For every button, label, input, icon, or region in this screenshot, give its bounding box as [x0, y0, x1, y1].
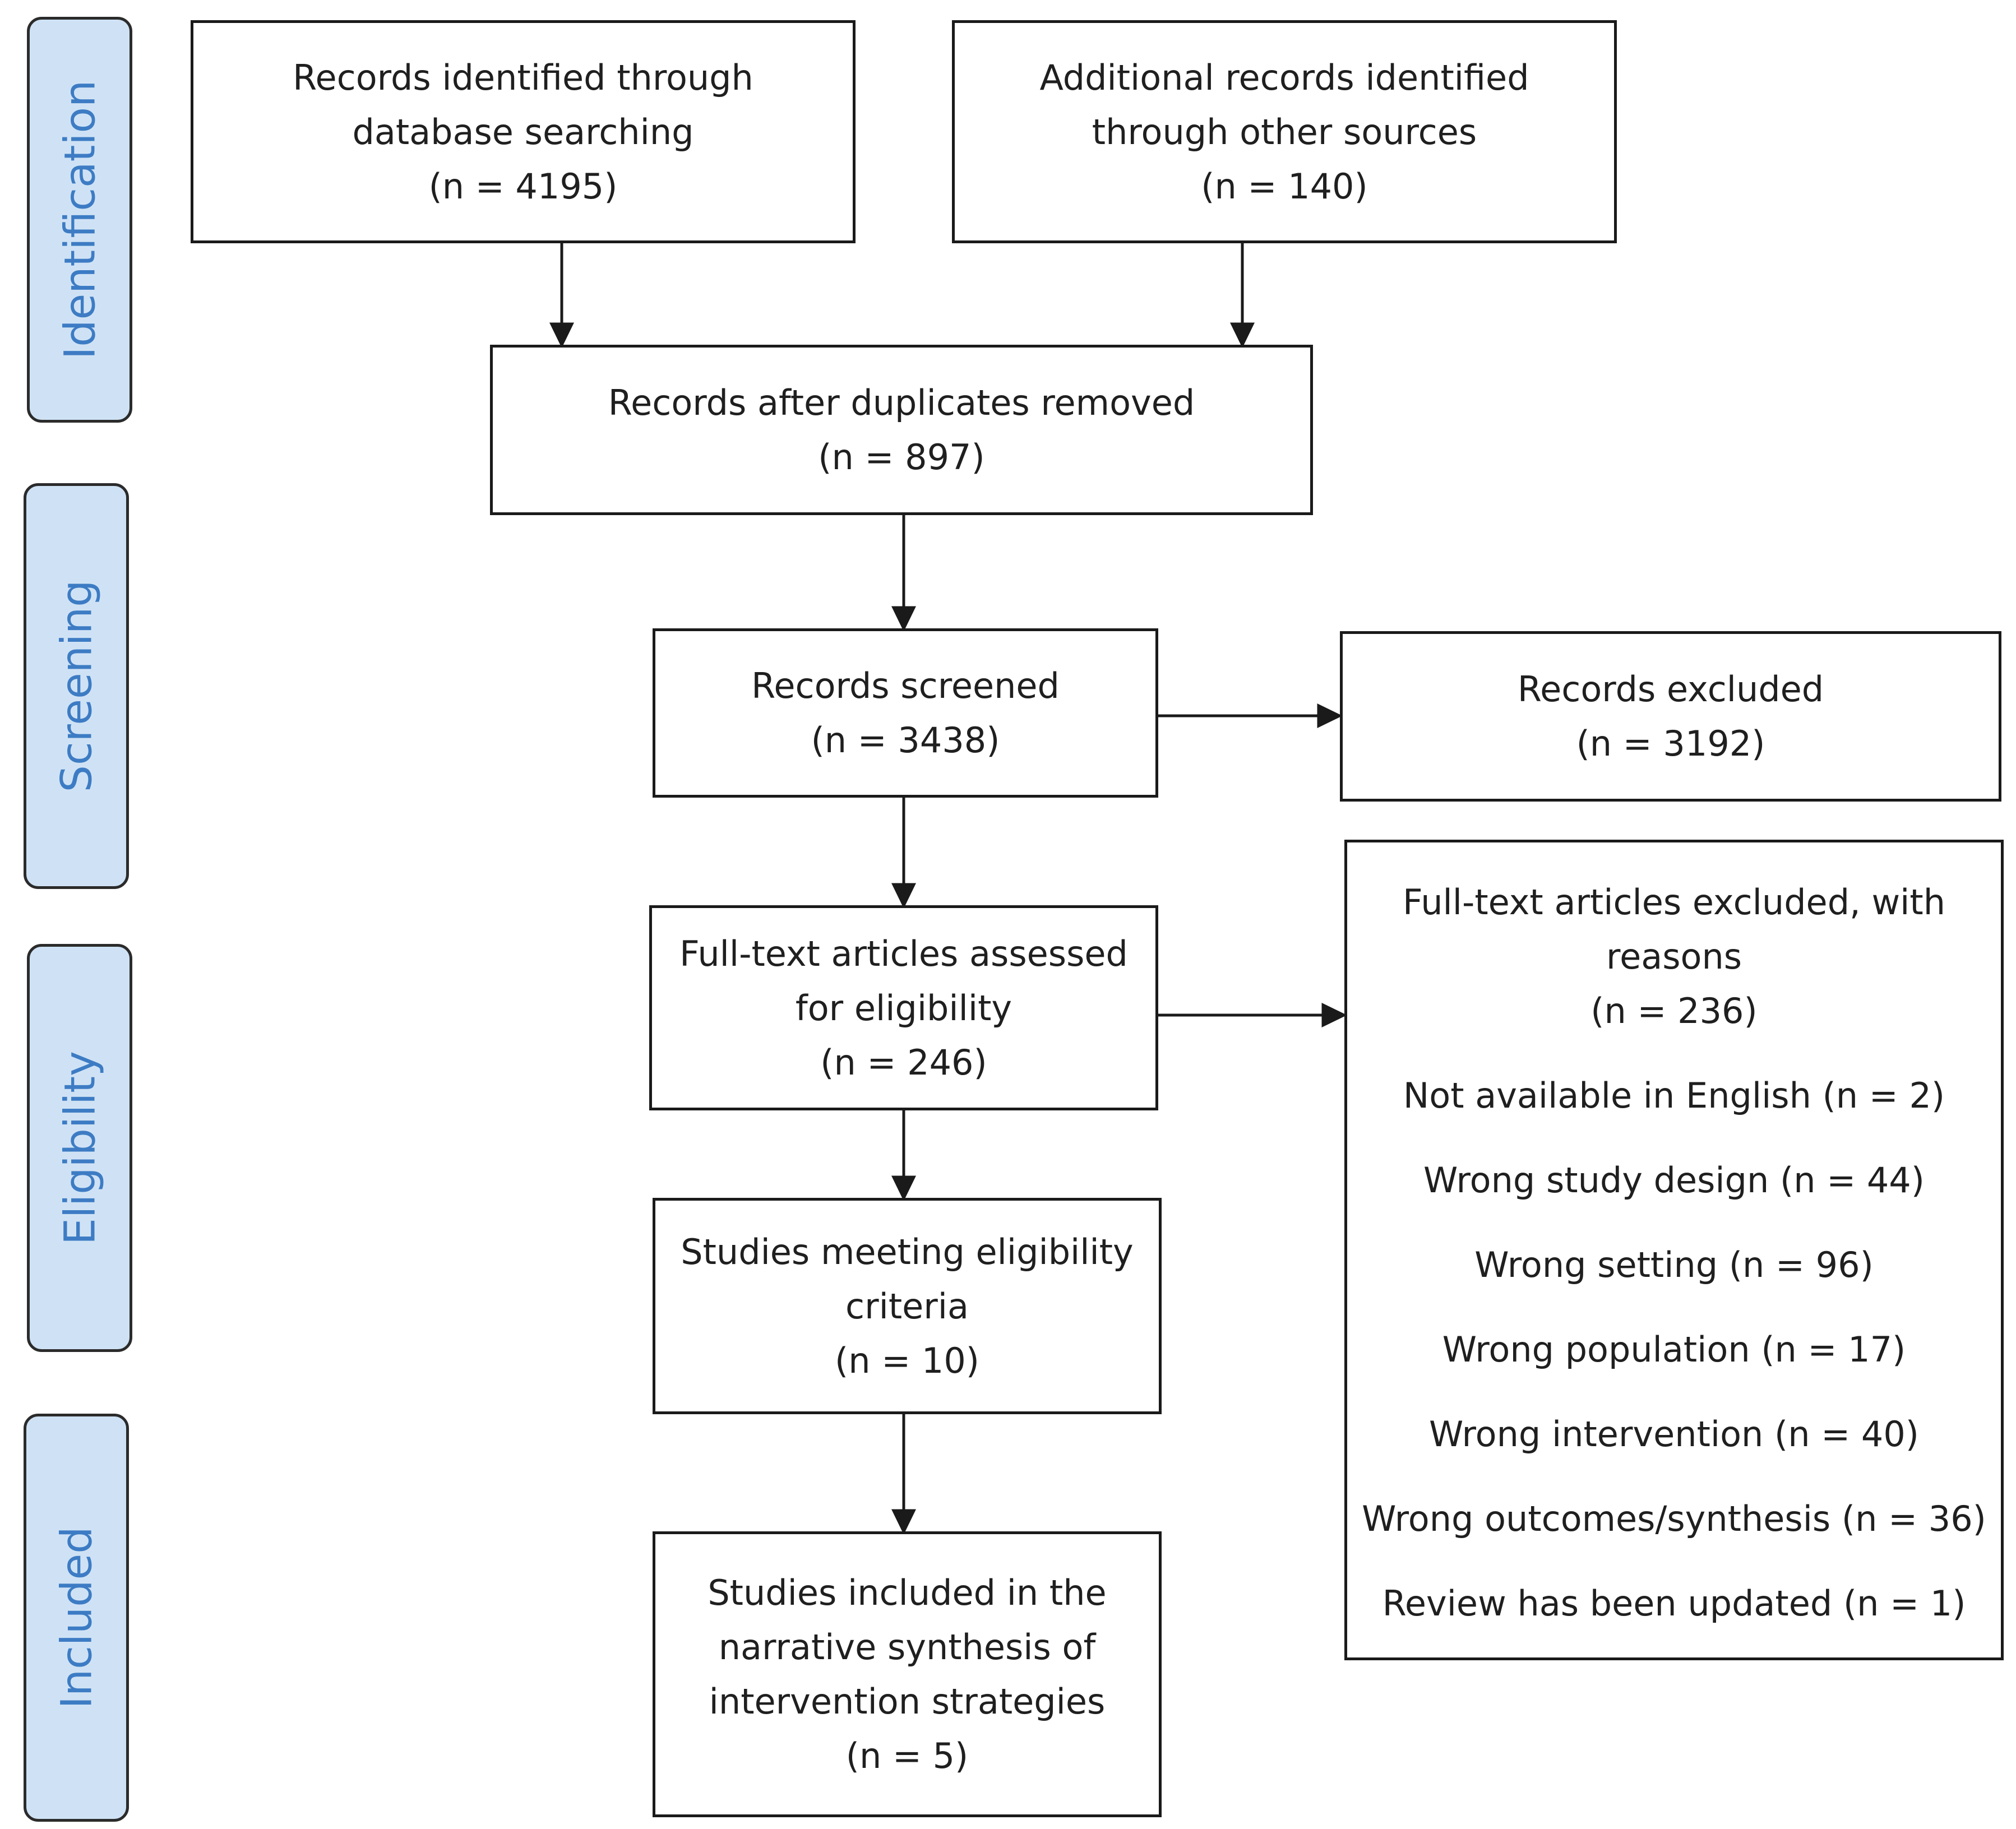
arrowhead-other-to-duplicates: [1230, 322, 1255, 348]
phase-screening: Screening: [24, 483, 129, 889]
arrowhead-fulltext-to-excluded-reasons: [1321, 1003, 1347, 1027]
box-count: (n = 236): [1590, 990, 1758, 1031]
box-line: Studies included in the: [708, 1572, 1107, 1613]
box-line: Records identified through: [293, 57, 753, 98]
exclusion-reason: Wrong population (n = 17): [1442, 1329, 1906, 1370]
exclusion-reason: Review has been updated (n = 1): [1382, 1583, 1966, 1624]
box-line: Records excluded: [1517, 669, 1824, 710]
arrowhead-fulltext-to-meeting: [891, 1175, 916, 1201]
arrowhead-screened-to-excluded: [1317, 703, 1343, 728]
box-count: (n = 10): [835, 1340, 979, 1381]
box-count: (n = 4195): [428, 165, 618, 207]
box-count: (n = 3192): [1576, 723, 1765, 764]
box-line: criteria: [845, 1285, 969, 1327]
phase-label-eligibility: Eligibility: [54, 1051, 105, 1245]
box-database-records: Records identified through database sear…: [191, 20, 856, 243]
box-line: Full-text articles excluded, with: [1402, 882, 1946, 923]
exclusion-reason: Not available in English (n = 2): [1403, 1075, 1945, 1116]
box-full-text-assessed: Full-text articles assessed for eligibil…: [649, 905, 1158, 1110]
arrowhead-duplicates-to-screened: [891, 606, 916, 632]
box-meeting-criteria: Studies meeting eligibility criteria (n …: [653, 1198, 1162, 1414]
box-count: (n = 246): [820, 1041, 987, 1083]
box-studies-included: Studies included in the narrative synthe…: [653, 1531, 1162, 1817]
arrowhead-meeting-to-included: [891, 1509, 916, 1535]
exclusion-reason: Wrong study design (n = 44): [1423, 1160, 1925, 1201]
box-other-records: Additional records identified through ot…: [952, 20, 1617, 243]
phase-label-included: Included: [51, 1526, 101, 1709]
box-line: reasons: [1606, 936, 1742, 977]
box-full-text-excluded: Full-text articles excluded, with reason…: [1344, 840, 2004, 1660]
exclusion-reason: Wrong intervention (n = 40): [1429, 1414, 1919, 1455]
box-count: (n = 5): [845, 1735, 969, 1776]
box-line: for eligibility: [795, 987, 1012, 1029]
box-line: database searching: [352, 111, 694, 152]
box-count: (n = 897): [818, 437, 985, 478]
box-line: through other sources: [1092, 111, 1477, 152]
box-after-duplicates: Records after duplicates removed (n = 89…: [490, 345, 1313, 515]
box-line: narrative synthesis of: [718, 1627, 1096, 1668]
box-count: (n = 3438): [811, 720, 1000, 761]
box-line: Records screened: [751, 665, 1060, 706]
box-records-screened: Records screened (n = 3438): [653, 628, 1158, 798]
phase-eligibility: Eligibility: [27, 944, 132, 1352]
arrowhead-screened-to-fulltext: [891, 883, 916, 909]
phase-identification: Identification: [27, 17, 132, 423]
phase-label-identification: Identification: [54, 80, 105, 360]
exclusion-reason: Wrong setting (n = 96): [1474, 1244, 1874, 1285]
phase-label-screening: Screening: [51, 580, 101, 793]
box-line: Additional records identified: [1039, 57, 1529, 98]
arrowhead-database-to-duplicates: [549, 322, 574, 348]
box-line: intervention strategies: [709, 1681, 1106, 1722]
box-line: Records after duplicates removed: [608, 382, 1195, 423]
box-records-excluded: Records excluded (n = 3192): [1340, 631, 2001, 802]
exclusion-reason: Wrong outcomes/synthesis (n = 36): [1362, 1498, 1986, 1539]
phase-included: Included: [24, 1414, 129, 1822]
box-line: Full-text articles assessed: [679, 933, 1128, 974]
box-count: (n = 140): [1201, 165, 1368, 207]
box-line: Studies meeting eligibility: [681, 1231, 1134, 1272]
